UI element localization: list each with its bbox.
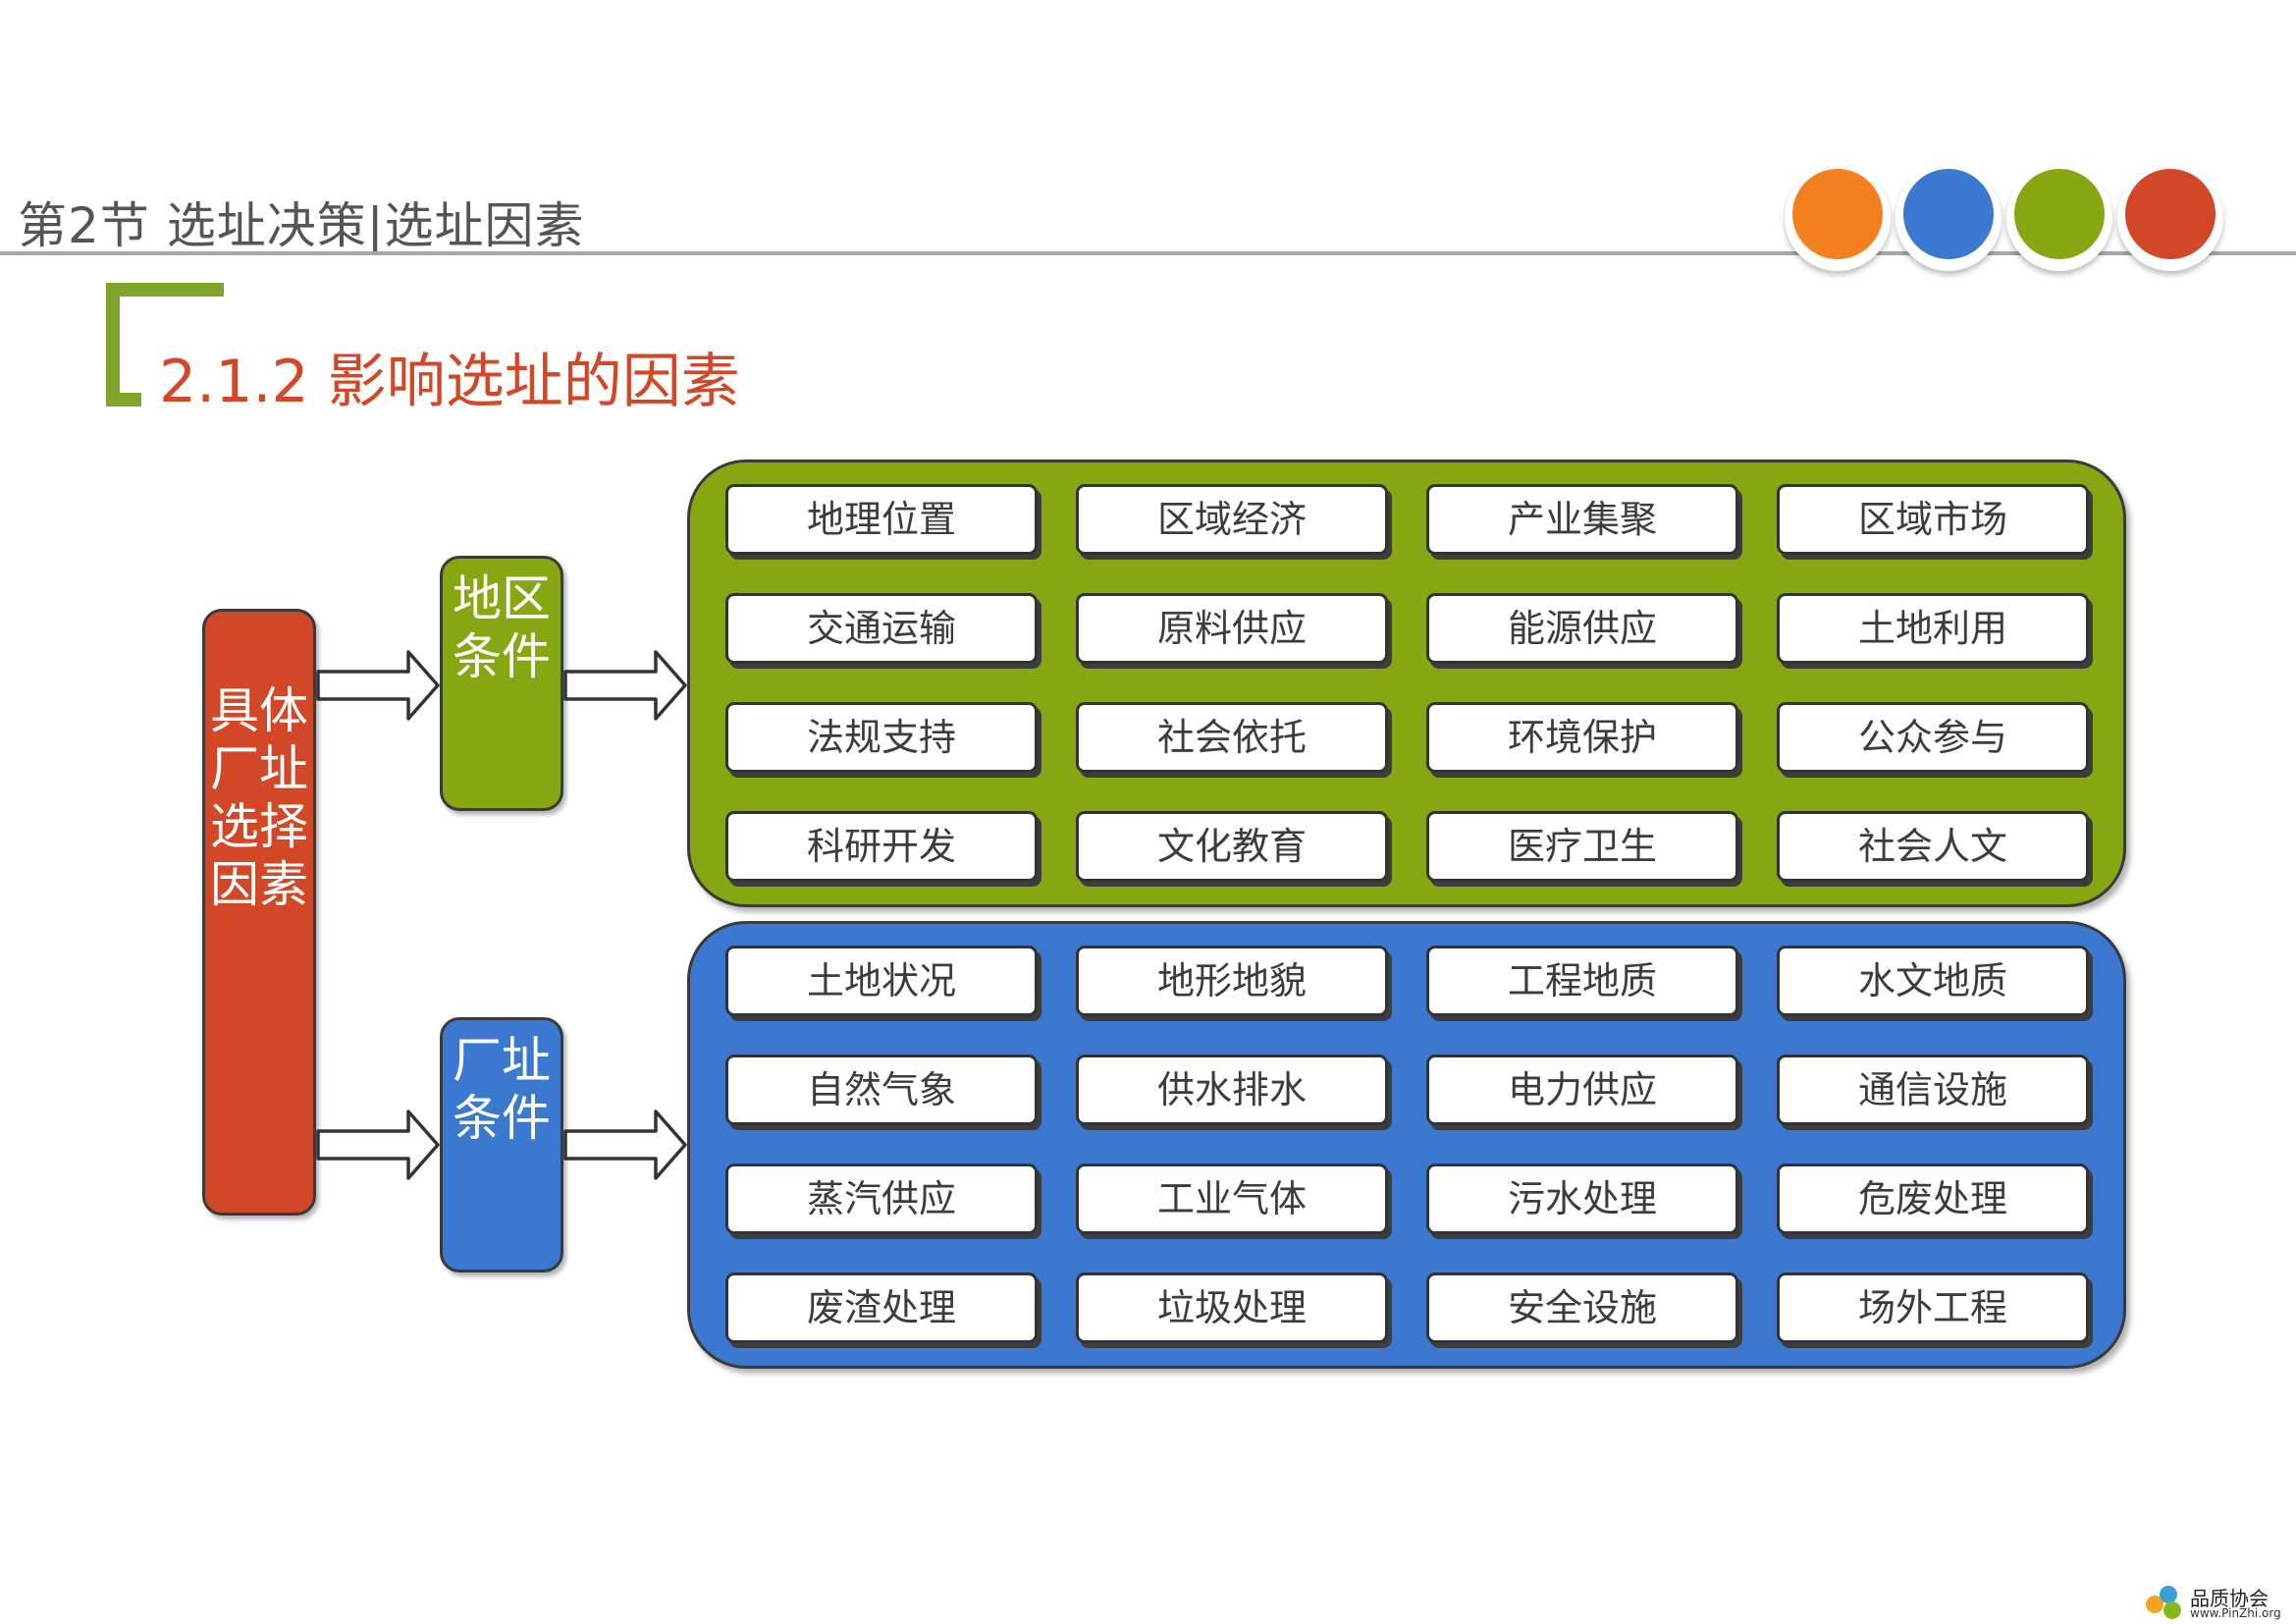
page-header-title: 第2节 选址决策|选址因素: [18, 197, 585, 254]
site-factor-cell: 场外工程: [1777, 1272, 2089, 1343]
regional-factor-cell: 地理位置: [725, 484, 1038, 555]
site-factor-cell: 废渣处理: [725, 1272, 1038, 1343]
regional-factor-cell: 社会人文: [1777, 811, 2089, 882]
site-factor-cell: 垃圾处理: [1076, 1272, 1388, 1343]
regional-condition-box: 地区条件: [440, 556, 563, 811]
site-factor-cell: 通信设施: [1777, 1055, 2089, 1125]
regional-factor-cell: 区域经济: [1076, 484, 1388, 555]
green-dot: [2014, 169, 2105, 259]
site-factor-cell: 自然气象: [725, 1055, 1038, 1125]
section-bracket-tail: [106, 393, 141, 406]
watermark-name: 品质协会: [2190, 1587, 2269, 1610]
site-factor-cell: 危废处理: [1777, 1164, 2089, 1234]
regional-factor-cell: 交通运输: [725, 593, 1038, 664]
orange-dot: [1792, 169, 1883, 259]
section-title: 2.1.2 影响选址的因素: [159, 348, 740, 416]
watermark-logo-icon: [2146, 1586, 2181, 1619]
watermark-url: www.PinZhi.org: [2190, 1606, 2281, 1620]
section-bracket: [106, 283, 224, 406]
arrow-regional-to-group: [563, 650, 687, 721]
site-factor-cell: 地形地貌: [1076, 946, 1388, 1016]
site-factor-cell: 水文地质: [1777, 946, 2089, 1016]
regional-factor-cell: 法规支持: [725, 702, 1038, 773]
site-factor-cell: 工业气体: [1076, 1164, 1388, 1234]
site-condition-label: 厂址条件: [453, 1032, 551, 1147]
arrow-main-to-regional: [316, 650, 440, 721]
regional-factor-cell: 科研开发: [725, 811, 1038, 882]
watermark: 品质协会 www.PinZhi.org: [2141, 1581, 2281, 1624]
site-factor-cell: 污水处理: [1426, 1164, 1738, 1234]
site-factor-cell: 电力供应: [1426, 1055, 1738, 1125]
regional-factor-cell: 社会依托: [1076, 702, 1388, 773]
main-factor-box: 具体厂址选择因素: [202, 609, 316, 1216]
regional-factor-cell: 公众参与: [1777, 702, 2089, 773]
regional-factor-cell: 环境保护: [1426, 702, 1738, 773]
site-factor-cell: 土地状况: [725, 946, 1038, 1016]
site-condition-box: 厂址条件: [440, 1017, 563, 1272]
regional-factor-cell: 能源供应: [1426, 593, 1738, 664]
header-divider: [0, 251, 2296, 255]
red-dot: [2125, 169, 2216, 259]
regional-factors-group: 地理位置区域经济产业集聚区域市场交通运输原料供应能源供应土地利用法规支持社会依托…: [687, 460, 2126, 907]
arrow-main-to-site: [316, 1110, 440, 1180]
site-factor-cell: 蒸汽供应: [725, 1164, 1038, 1234]
regional-factor-cell: 土地利用: [1777, 593, 2089, 664]
main-factor-label: 具体厂址选择因素: [210, 682, 308, 913]
regional-factor-cell: 文化教育: [1076, 811, 1388, 882]
arrow-site-to-group: [563, 1110, 687, 1180]
regional-factor-cell: 医疗卫生: [1426, 811, 1738, 882]
site-factor-cell: 工程地质: [1426, 946, 1738, 1016]
regional-factor-cell: 产业集聚: [1426, 484, 1738, 555]
site-factor-cell: 安全设施: [1426, 1272, 1738, 1343]
site-factor-cell: 供水排水: [1076, 1055, 1388, 1125]
regional-factor-cell: 原料供应: [1076, 593, 1388, 664]
site-factors-group: 土地状况地形地貌工程地质水文地质自然气象供水排水电力供应通信设施蒸汽供应工业气体…: [687, 921, 2126, 1369]
regional-factor-cell: 区域市场: [1777, 484, 2089, 555]
blue-dot: [1903, 169, 1994, 259]
regional-condition-label: 地区条件: [453, 570, 551, 685]
